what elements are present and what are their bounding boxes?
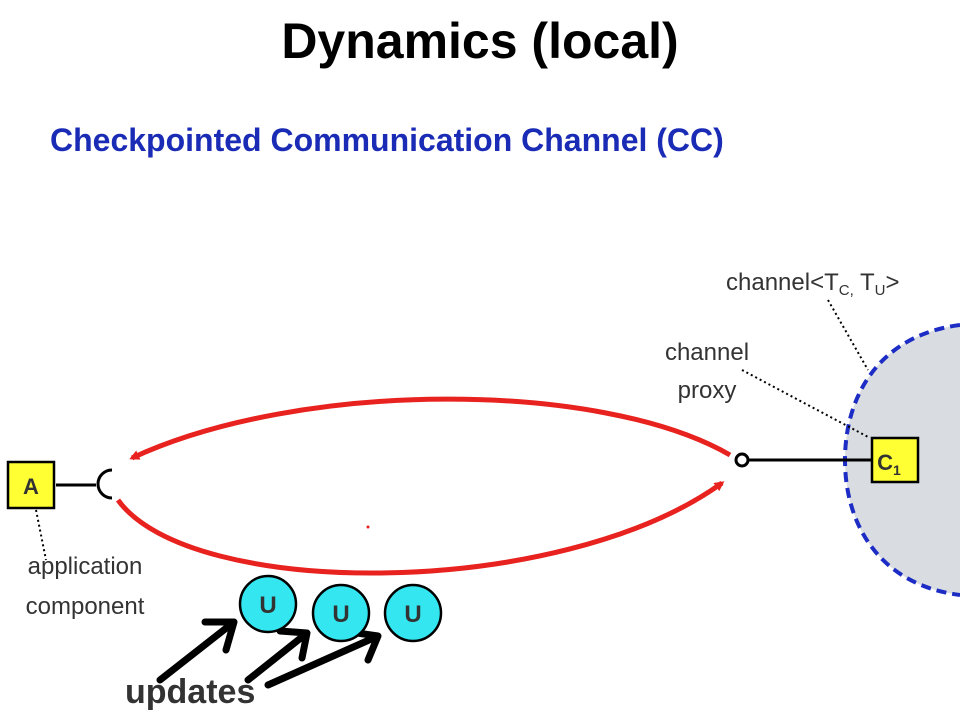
proxy-label-line2: proxy <box>678 377 737 404</box>
channel-proxy-port <box>734 452 750 468</box>
application-component-label: A <box>23 474 39 499</box>
proxy-leader-line <box>741 369 871 439</box>
application-component-box <box>6 460 56 510</box>
red-dot <box>366 525 370 529</box>
update-node-2-label: U <box>332 601 349 628</box>
response-arrow <box>115 480 725 576</box>
update-node-1-label: U <box>259 592 276 619</box>
proxy-label-line1: channel <box>665 339 749 366</box>
request-arrow <box>129 396 732 461</box>
update-arrow-1 <box>156 618 238 684</box>
channel-sub1: C, <box>839 282 854 299</box>
channel-sub2: U <box>875 282 886 299</box>
update-node-3 <box>383 583 443 643</box>
channel-leader-line <box>827 299 869 371</box>
channel-suffix: > <box>886 269 900 296</box>
update-node-1 <box>238 574 298 634</box>
channel-proxy-box-label: C1 <box>877 450 901 478</box>
updates-label: updates <box>125 673 255 711</box>
channel-proxy-box <box>870 436 920 484</box>
channel-mid: T <box>854 269 875 296</box>
update-arrow-2 <box>244 627 311 684</box>
channel-prefix: channel<T <box>726 269 839 296</box>
update-node-3-label: U <box>404 601 421 628</box>
app-leader-line <box>35 509 47 561</box>
app-label-line1: application <box>28 553 143 580</box>
page-title: Dynamics (local) <box>281 13 679 69</box>
channel-type-label: channel<TC, TU> <box>726 269 900 299</box>
c-sub: 1 <box>893 462 901 478</box>
update-arrow-3 <box>264 628 382 689</box>
c-main: C <box>877 450 893 475</box>
update-node-2 <box>311 583 371 643</box>
page-subtitle: Checkpointed Communication Channel (CC) <box>50 122 724 158</box>
app-label-line2: component <box>26 593 145 620</box>
interface-socket <box>96 468 113 500</box>
